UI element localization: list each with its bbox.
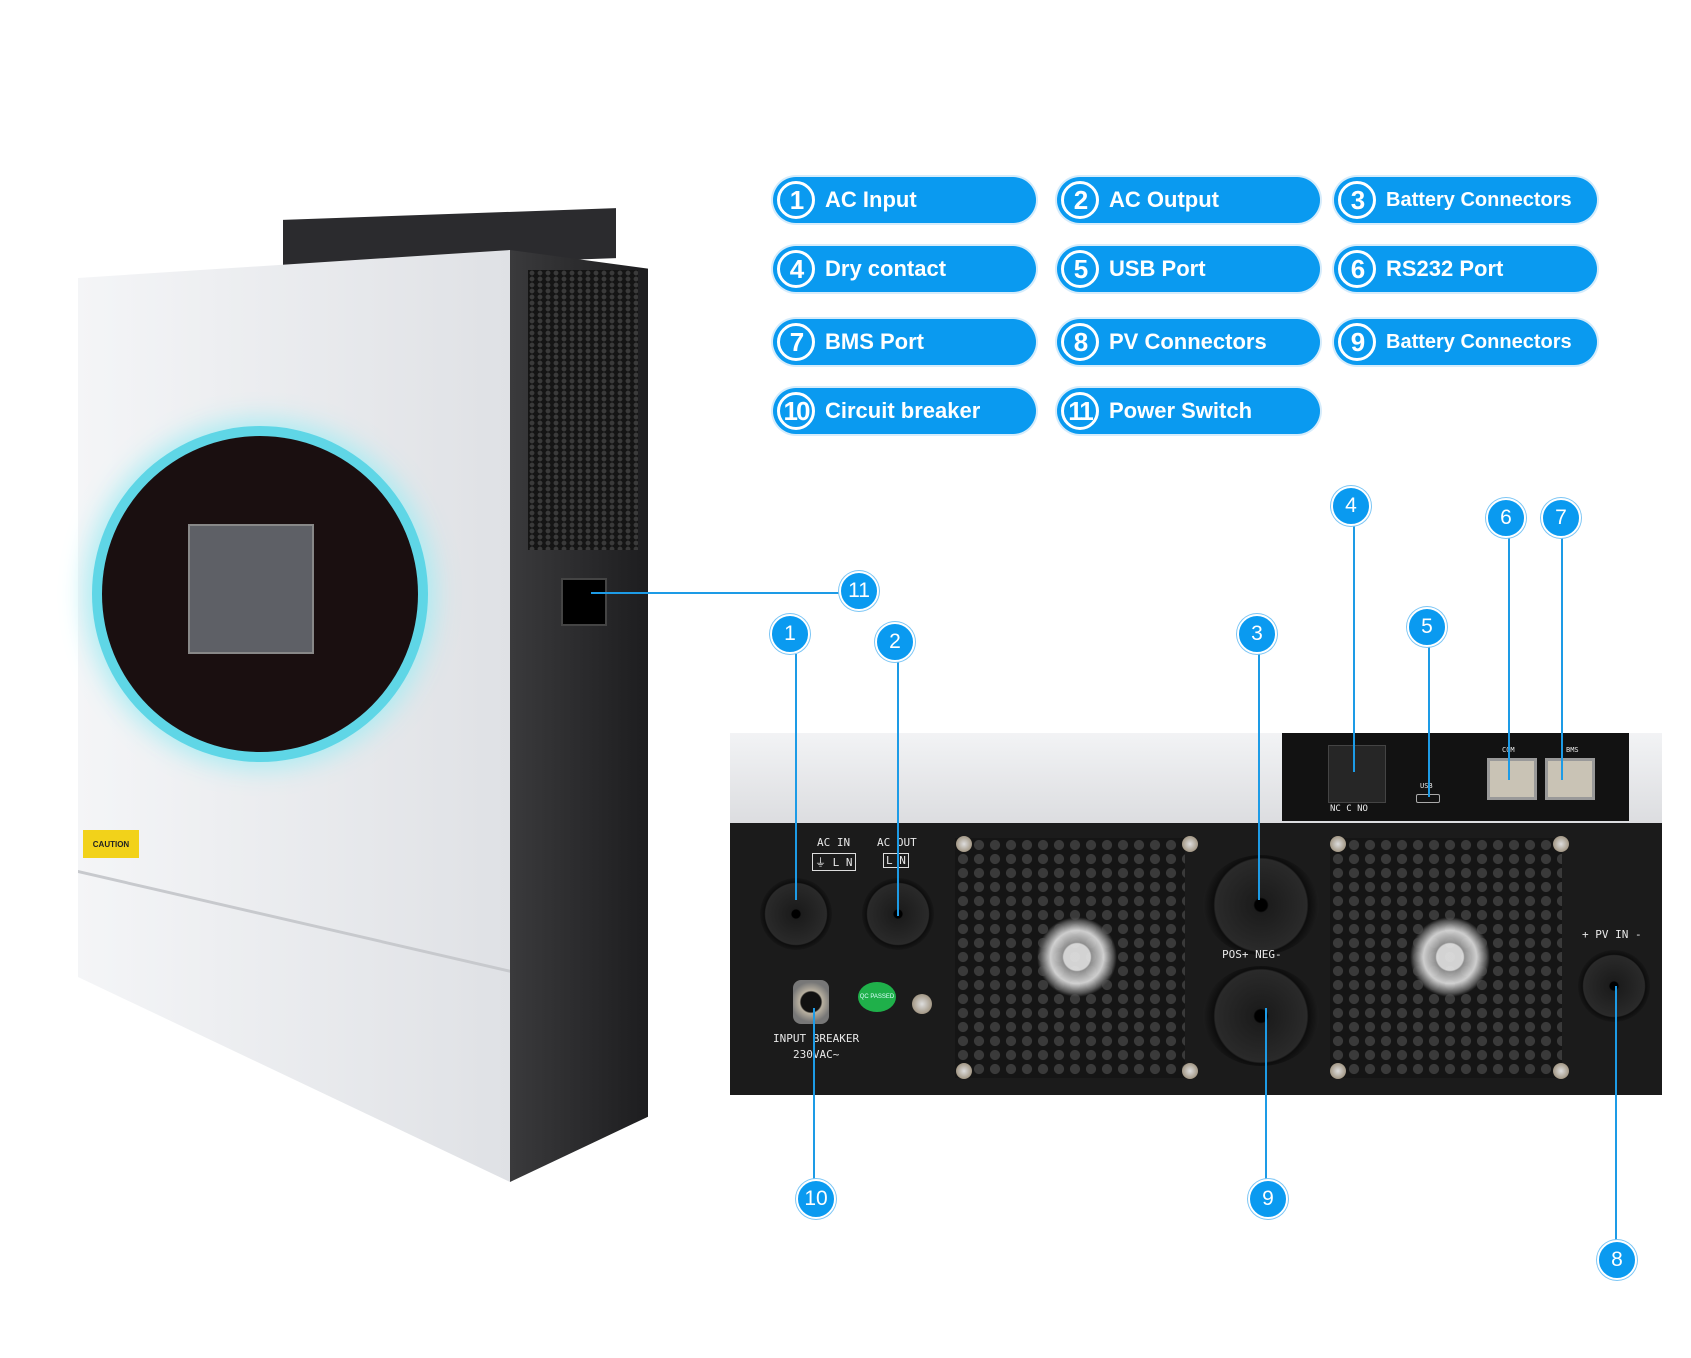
legend-number: 2 — [1061, 181, 1099, 219]
breaker-label: INPUT BREAKER — [773, 1032, 860, 1045]
leader-line-3 — [1258, 654, 1260, 900]
legend-item-pv-connectors: 8 PV Connectors — [1057, 319, 1320, 365]
right-fan-grille — [1330, 838, 1562, 1078]
legend-label: Battery Connectors — [1386, 188, 1572, 211]
callout-4: 4 — [1331, 486, 1371, 526]
legend-item-usb-port: 5 USB Port — [1057, 246, 1320, 292]
legend-label: Power Switch — [1109, 398, 1253, 423]
legend-number: 1 — [777, 181, 815, 219]
leader-line-9 — [1265, 1008, 1267, 1179]
screw — [1182, 1063, 1198, 1079]
legend-label: BMS Port — [825, 329, 924, 354]
legend-label: PV Connectors — [1109, 329, 1267, 354]
leader-line-8 — [1615, 986, 1617, 1240]
callout-10: 10 — [796, 1179, 836, 1219]
legend-item-bms-port: 7 BMS Port — [773, 319, 1036, 365]
screw — [1553, 836, 1569, 852]
caution-label: CAUTION — [83, 830, 139, 858]
rs232-port[interactable] — [1487, 758, 1537, 800]
legend-label: Battery Connectors — [1386, 330, 1572, 353]
ground-terminal — [912, 994, 932, 1014]
legend-label: AC Input — [825, 187, 917, 212]
ac-in-label: AC IN — [817, 836, 851, 849]
callout-2: 2 — [875, 622, 915, 662]
screw — [1182, 836, 1198, 852]
leader-line-10 — [813, 1008, 815, 1179]
breaker-rating-label: 230VAC~ — [793, 1048, 840, 1061]
battery-negative-connector — [1203, 966, 1319, 1066]
usb-label: USB — [1420, 782, 1433, 790]
lcd-display — [188, 524, 314, 654]
legend-label: Circuit breaker — [825, 398, 981, 423]
bms-label: BMS — [1566, 746, 1579, 754]
legend-number: 8 — [1061, 323, 1099, 361]
legend-number: 9 — [1338, 323, 1376, 361]
legend-number: 10 — [777, 392, 815, 430]
right-fan — [1403, 910, 1497, 1004]
battery-positive-connector — [1203, 855, 1319, 955]
screw — [1553, 1063, 1569, 1079]
leader-line-11 — [591, 592, 839, 594]
legend-number: 4 — [777, 250, 815, 288]
legend-item-circuit-breaker: 10 Circuit breaker — [773, 388, 1036, 434]
side-vent — [528, 270, 638, 550]
callout-3: 3 — [1237, 614, 1277, 654]
leader-line-4 — [1353, 526, 1355, 772]
legend-item-ac-output: 2 AC Output — [1057, 177, 1320, 223]
ac-out-terminals-label: L N — [883, 853, 909, 868]
legend-label: USB Port — [1109, 256, 1206, 281]
callout-5: 5 — [1407, 607, 1447, 647]
legend-item-battery-connectors-2: 9 Battery Connectors — [1334, 319, 1597, 365]
leader-line-1 — [795, 654, 797, 900]
pv-in-label: + PV IN - — [1582, 928, 1642, 941]
legend-number: 3 — [1338, 181, 1376, 219]
screw — [956, 1063, 972, 1079]
ac-in-terminals-label: ⏚ L N — [812, 853, 856, 871]
power-switch[interactable] — [561, 578, 607, 626]
leader-line-2 — [897, 662, 899, 916]
left-fan-grille — [955, 838, 1185, 1078]
legend-number: 7 — [777, 323, 815, 361]
legend-number: 6 — [1338, 250, 1376, 288]
callout-11: 11 — [839, 571, 879, 611]
screw — [1330, 1063, 1346, 1079]
ac-out-label: AC OUT — [877, 836, 917, 849]
legend-number: 5 — [1061, 250, 1099, 288]
screw — [956, 836, 972, 852]
leader-line-6 — [1508, 538, 1510, 780]
left-fan — [1030, 910, 1124, 1004]
legend-item-power-switch: 11 Power Switch — [1057, 388, 1320, 434]
dry-contact-terminal[interactable] — [1328, 745, 1386, 803]
legend-label: RS232 Port — [1386, 256, 1504, 281]
legend-item-dry-contact: 4 Dry contact — [773, 246, 1036, 292]
input-breaker[interactable] — [793, 980, 829, 1024]
callout-8: 8 — [1597, 1240, 1637, 1280]
bms-port[interactable] — [1545, 758, 1595, 800]
battery-label: POS+ NEG- — [1222, 948, 1282, 961]
legend-label: AC Output — [1109, 187, 1219, 212]
legend-item-battery-connectors: 3 Battery Connectors — [1334, 177, 1597, 223]
screw — [1330, 836, 1346, 852]
pv-connector — [1578, 950, 1650, 1022]
legend-label: Dry contact — [825, 256, 947, 281]
callout-6: 6 — [1486, 498, 1526, 538]
qc-passed-sticker: QC PASSED — [858, 982, 896, 1012]
leader-line-5 — [1428, 647, 1430, 797]
legend-number: 11 — [1061, 392, 1099, 430]
callout-1: 1 — [770, 614, 810, 654]
dry-contact-label: NC C NO — [1330, 804, 1368, 814]
leader-line-7 — [1561, 538, 1563, 780]
legend-item-rs232-port: 6 RS232 Port — [1334, 246, 1597, 292]
legend-item-ac-input: 1 AC Input — [773, 177, 1036, 223]
callout-7: 7 — [1541, 498, 1581, 538]
callout-9: 9 — [1248, 1179, 1288, 1219]
